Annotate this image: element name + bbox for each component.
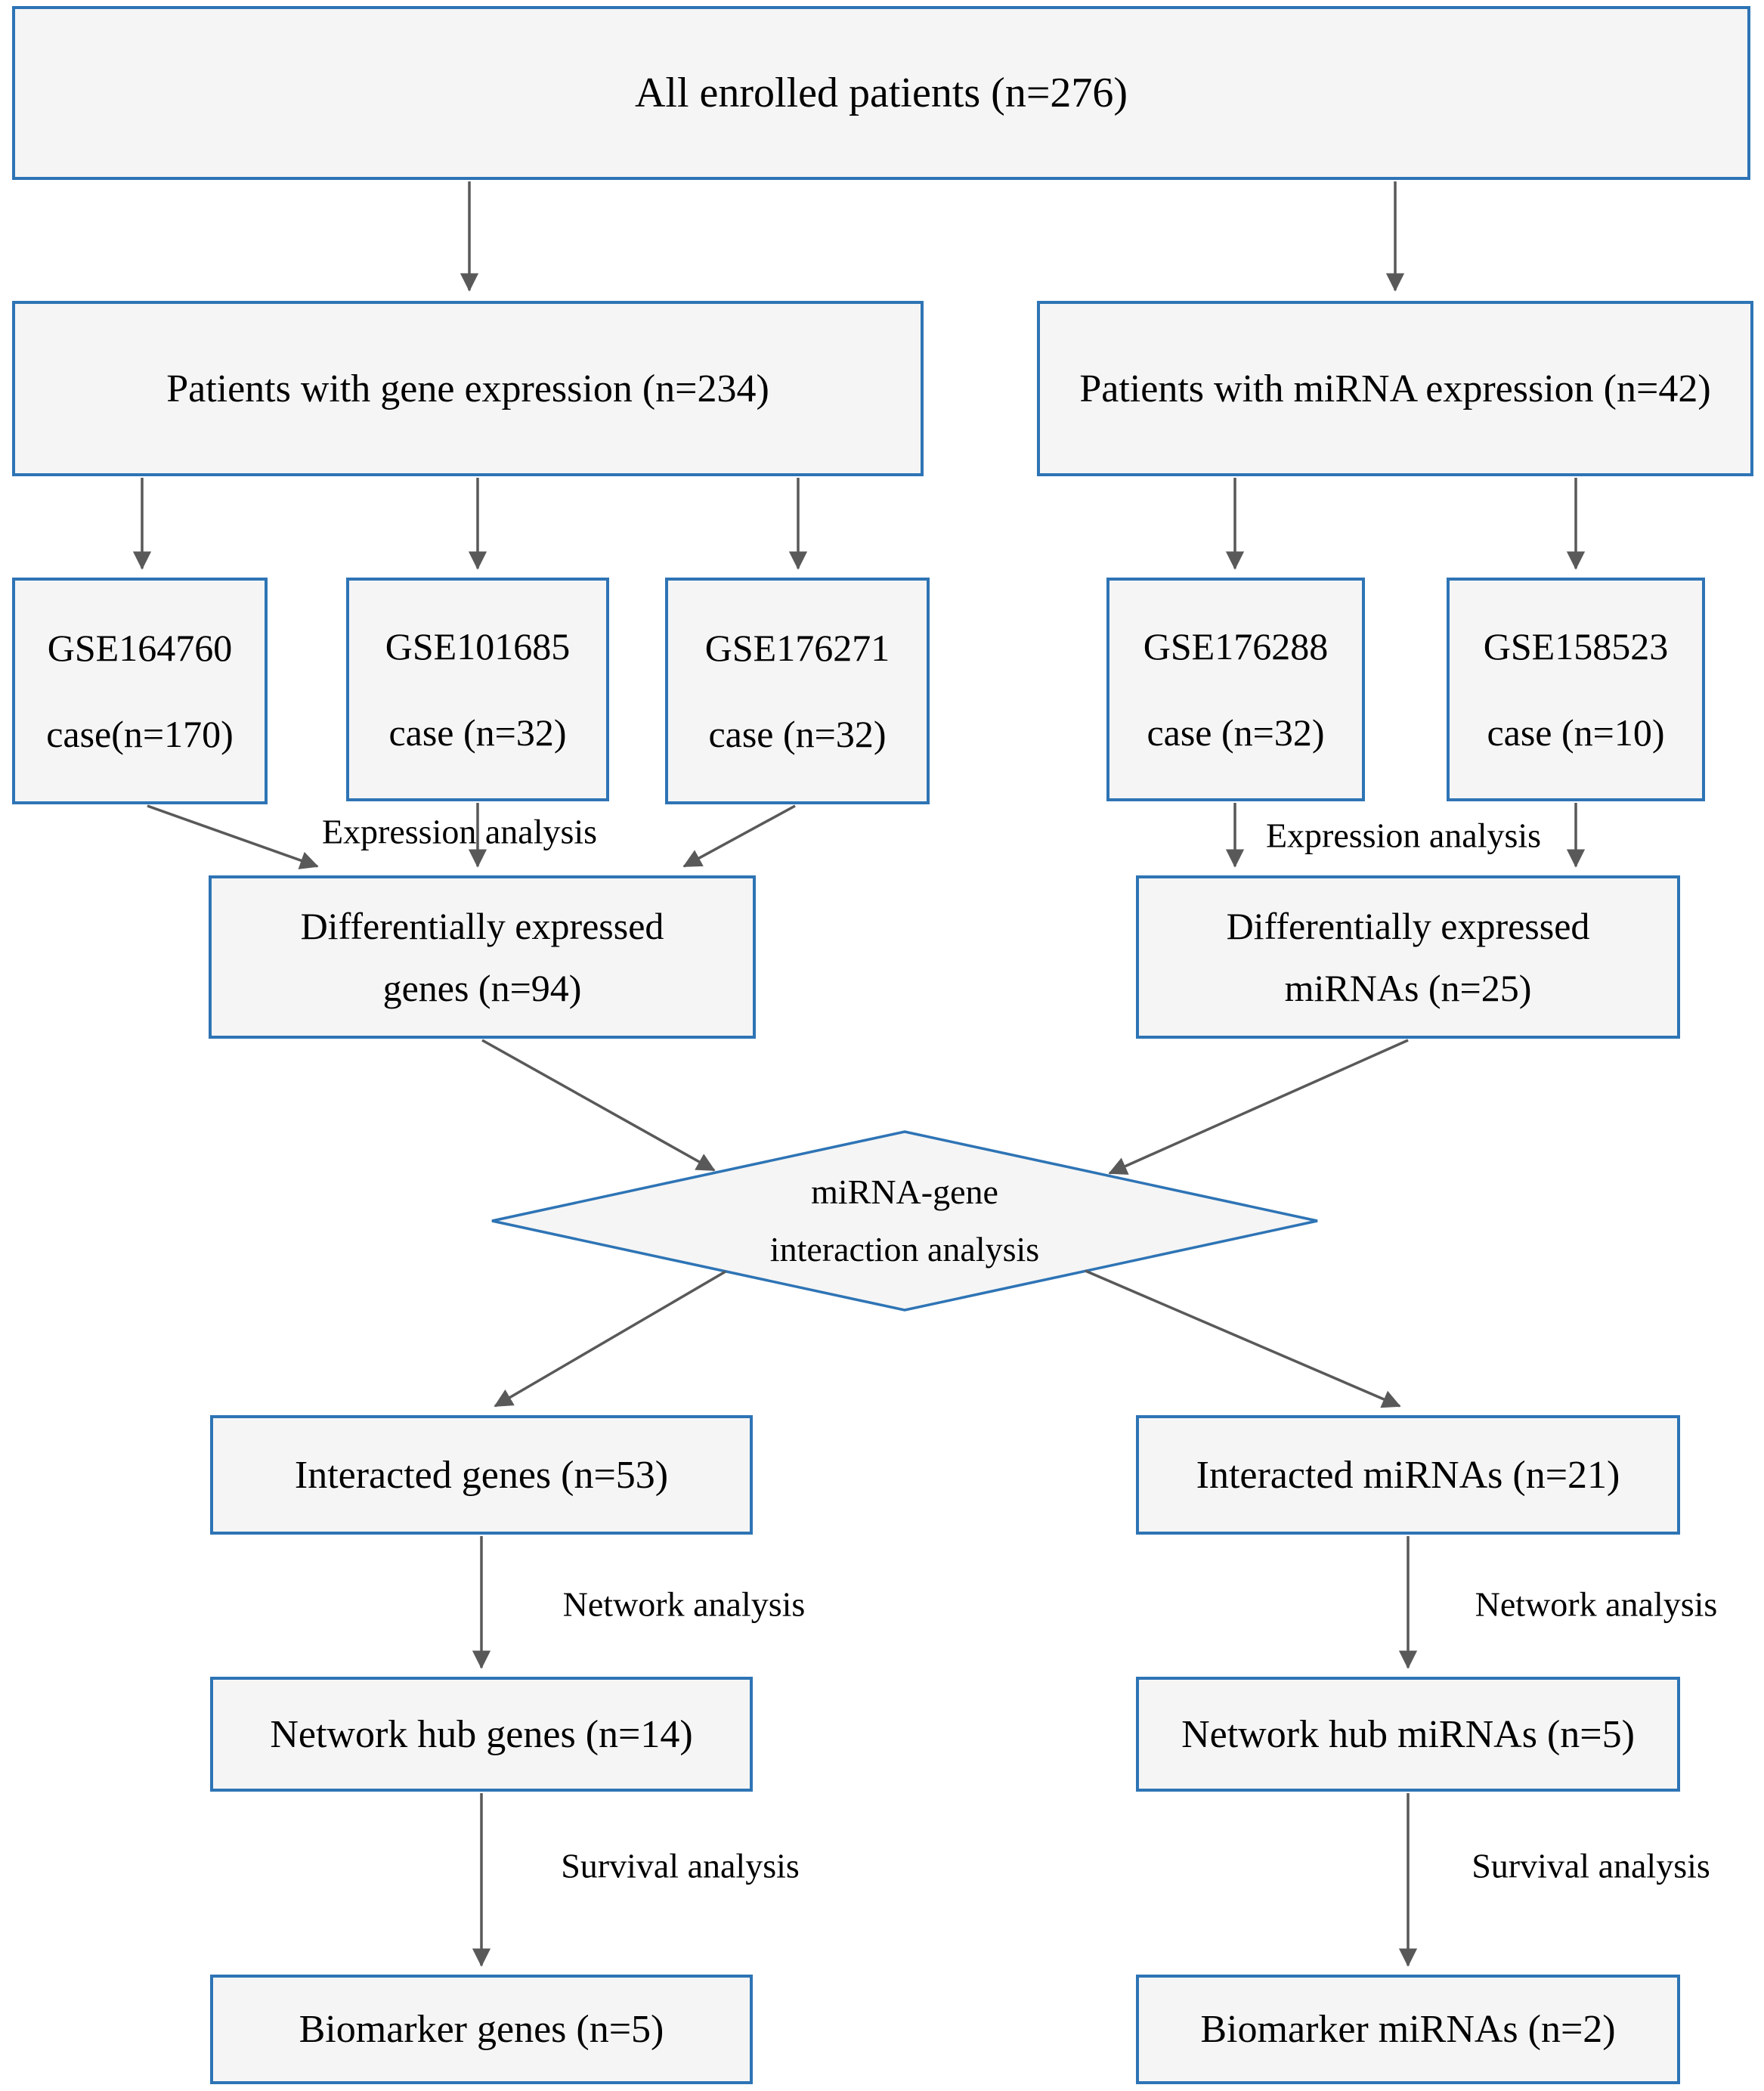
box-gse176271-line1: GSE176271: [704, 627, 890, 669]
box-hub-mirnas: Network hub miRNAs (n=5): [1136, 1677, 1680, 1792]
box-biomarker-mirnas: Biomarker miRNAs (n=2): [1136, 1975, 1680, 2084]
box-deg-line1: Differentially expressed: [300, 905, 664, 947]
box-gse176288-line1: GSE176288: [1143, 625, 1329, 668]
arrow-gse164760-to-deg: [147, 804, 319, 869]
box-gse101685: GSE101685 case (n=32): [346, 578, 609, 801]
box-gse101685-line1: GSE101685: [385, 625, 571, 668]
diamond-shape: [491, 1130, 1318, 1312]
box-all-patients: All enrolled patients (n=276): [12, 6, 1750, 180]
arrow-dem-to-diamond: [1108, 1039, 1409, 1175]
label-network-analysis-right: Network analysis: [1475, 1585, 1718, 1624]
box-biomarker-genes-label: Biomarker genes (n=5): [299, 2008, 664, 2051]
box-gse158523-line2: case (n=10): [1487, 711, 1665, 754]
box-gse158523-line1: GSE158523: [1483, 625, 1669, 668]
box-deg-line2: genes (n=94): [382, 967, 582, 1009]
arrow-deg-to-diamond: [481, 1039, 716, 1172]
box-gse164760-line1: GSE164760: [47, 627, 233, 669]
box-interacted-genes: Interacted genes (n=53): [210, 1415, 753, 1535]
box-gse176288-line2: case (n=32): [1147, 711, 1325, 754]
box-mirna-expression: Patients with miRNA expression (n=42): [1037, 301, 1753, 476]
diamond-line2: interaction analysis: [769, 1230, 1040, 1269]
arrow-gse176271-to-deg: [682, 804, 796, 868]
box-dem: Differentially expressed miRNAs (n=25): [1136, 875, 1680, 1039]
box-biomarker-mirnas-label: Biomarker miRNAs (n=2): [1200, 2008, 1616, 2051]
box-dem-line2: miRNAs (n=25): [1284, 967, 1532, 1009]
box-gse158523: GSE158523 case (n=10): [1447, 578, 1705, 801]
box-gse176271-line2: case (n=32): [708, 713, 887, 755]
box-hub-genes: Network hub genes (n=14): [210, 1677, 753, 1792]
box-gene-expression: Patients with gene expression (n=234): [12, 301, 924, 476]
label-network-analysis-left: Network analysis: [562, 1585, 806, 1624]
box-hub-genes-label: Network hub genes (n=14): [270, 1712, 693, 1756]
diamond-interaction-analysis: miRNA-gene interaction analysis: [492, 1132, 1317, 1310]
label-survival-analysis-left: Survival analysis: [561, 1846, 800, 1885]
box-dem-line1: Differentially expressed: [1226, 905, 1590, 947]
box-gse164760: GSE164760 case(n=170): [12, 578, 268, 804]
box-gse176288: GSE176288 case (n=32): [1106, 578, 1365, 801]
diamond-line1: miRNA-gene: [811, 1173, 998, 1211]
box-gse176271: GSE176271 case (n=32): [665, 578, 930, 804]
box-gene-expression-label: Patients with gene expression (n=234): [166, 367, 769, 410]
box-gse164760-line2: case(n=170): [46, 713, 234, 755]
arrow-diamond-to-interacted-genes: [494, 1270, 726, 1408]
box-interacted-genes-label: Interacted genes (n=53): [294, 1453, 669, 1497]
box-deg: Differentially expressed genes (n=94): [209, 875, 756, 1039]
box-all-patients-label: All enrolled patients (n=276): [634, 70, 1128, 116]
label-expression-analysis-right: Expression analysis: [1265, 816, 1542, 855]
box-mirna-expression-label: Patients with miRNA expression (n=42): [1079, 367, 1711, 410]
box-gse101685-line2: case (n=32): [388, 711, 567, 754]
box-interacted-mirnas-label: Interacted miRNAs (n=21): [1196, 1453, 1620, 1497]
box-hub-mirnas-label: Network hub miRNAs (n=5): [1181, 1712, 1635, 1756]
box-biomarker-genes: Biomarker genes (n=5): [210, 1975, 753, 2084]
box-interacted-mirnas: Interacted miRNAs (n=21): [1136, 1415, 1680, 1535]
label-survival-analysis-right: Survival analysis: [1472, 1846, 1710, 1885]
label-expression-analysis-left: Expression analysis: [321, 812, 598, 851]
arrow-diamond-to-interacted-mirnas: [1085, 1269, 1401, 1408]
